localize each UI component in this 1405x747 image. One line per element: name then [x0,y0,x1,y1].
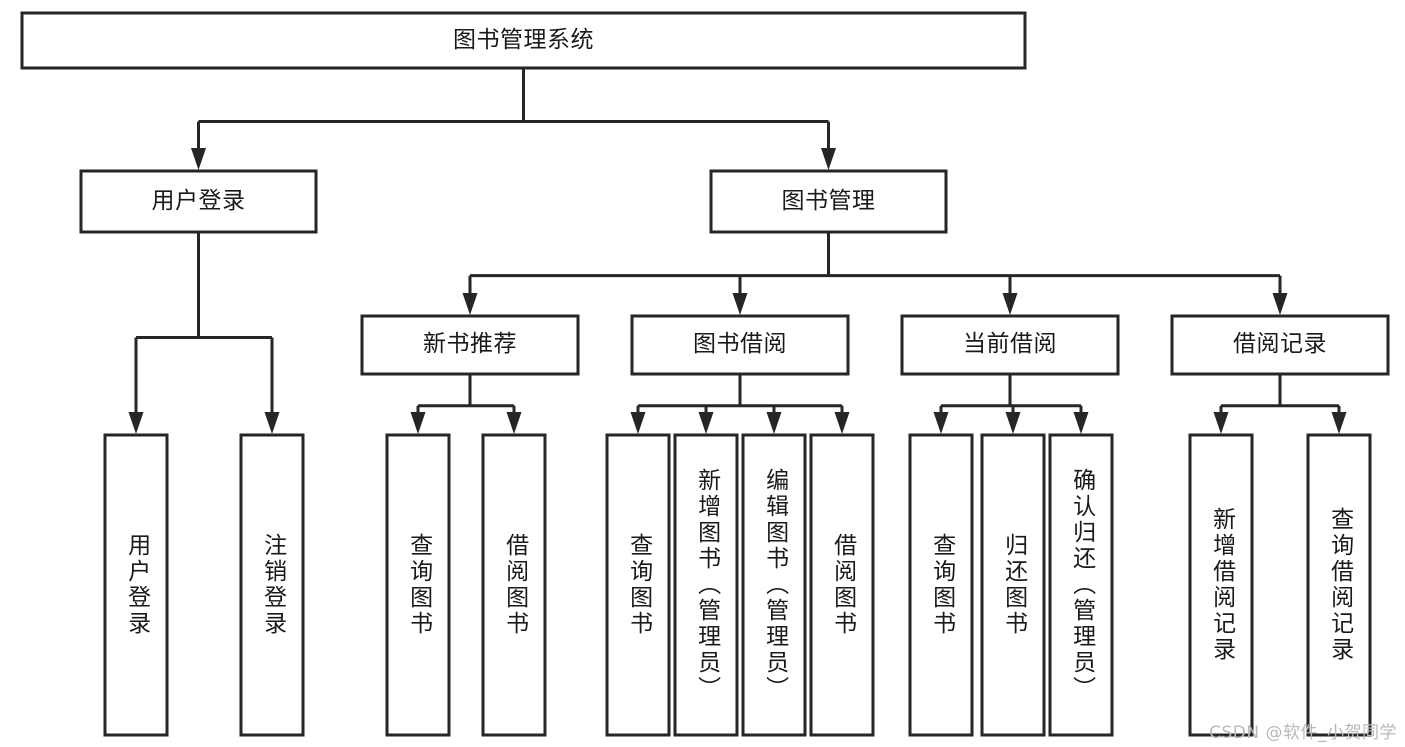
node-box-leaf-user-login[interactable] [103,433,169,737]
node-box-borrow-record[interactable] [1170,314,1390,376]
arrow-head-icon [821,148,836,170]
arrow-head-icon [1331,412,1347,434]
arrow-head-icon [462,293,478,315]
arrow-head-icon [128,412,144,434]
node-box-user-login[interactable] [79,169,318,234]
edges-layer [128,68,1347,434]
arrow-head-icon [1005,412,1021,434]
arrow-head-icon [732,293,748,315]
node-box-leaf-query-book-rec[interactable] [385,433,451,737]
arrow-head-icon [1073,412,1089,434]
arrow-head-icon [410,412,426,434]
node-box-leaf-borrow-book-rec[interactable] [481,433,547,737]
node-box-leaf-query-book[interactable] [605,433,671,737]
node-box-leaf-add-book[interactable] [673,433,739,737]
node-box-leaf-add-record[interactable] [1188,433,1254,737]
arrow-head-icon [766,412,782,434]
arrow-head-icon [264,412,280,434]
arrow-head-icon [1213,412,1229,434]
arrow-head-icon [698,412,714,434]
node-box-book-manage[interactable] [709,169,948,234]
arrow-head-icon [191,148,206,170]
node-box-leaf-confirm-return[interactable] [1048,433,1114,737]
arrow-head-icon [1272,293,1288,315]
node-box-book-borrow[interactable] [630,314,850,376]
arrow-head-icon [506,412,522,434]
node-box-current-borrow[interactable] [900,314,1120,376]
arrow-head-icon [933,412,949,434]
arrow-head-icon [834,412,850,434]
node-box-leaf-borrow-book[interactable] [809,433,875,737]
node-box-leaf-edit-book[interactable] [741,433,807,737]
node-box-leaf-return-book[interactable] [980,433,1046,737]
arrow-head-icon [630,412,646,434]
node-box-leaf-query-book-cur[interactable] [908,433,974,737]
node-box-root[interactable] [20,11,1027,70]
node-box-leaf-query-record[interactable] [1306,433,1372,737]
boxes-layer [20,11,1390,737]
arrow-head-icon [1002,293,1018,315]
node-box-leaf-logout[interactable] [239,433,305,737]
node-box-new-book-rec[interactable] [360,314,580,376]
watermark-text: CSDN @软件_小贺同学 [1209,723,1397,743]
